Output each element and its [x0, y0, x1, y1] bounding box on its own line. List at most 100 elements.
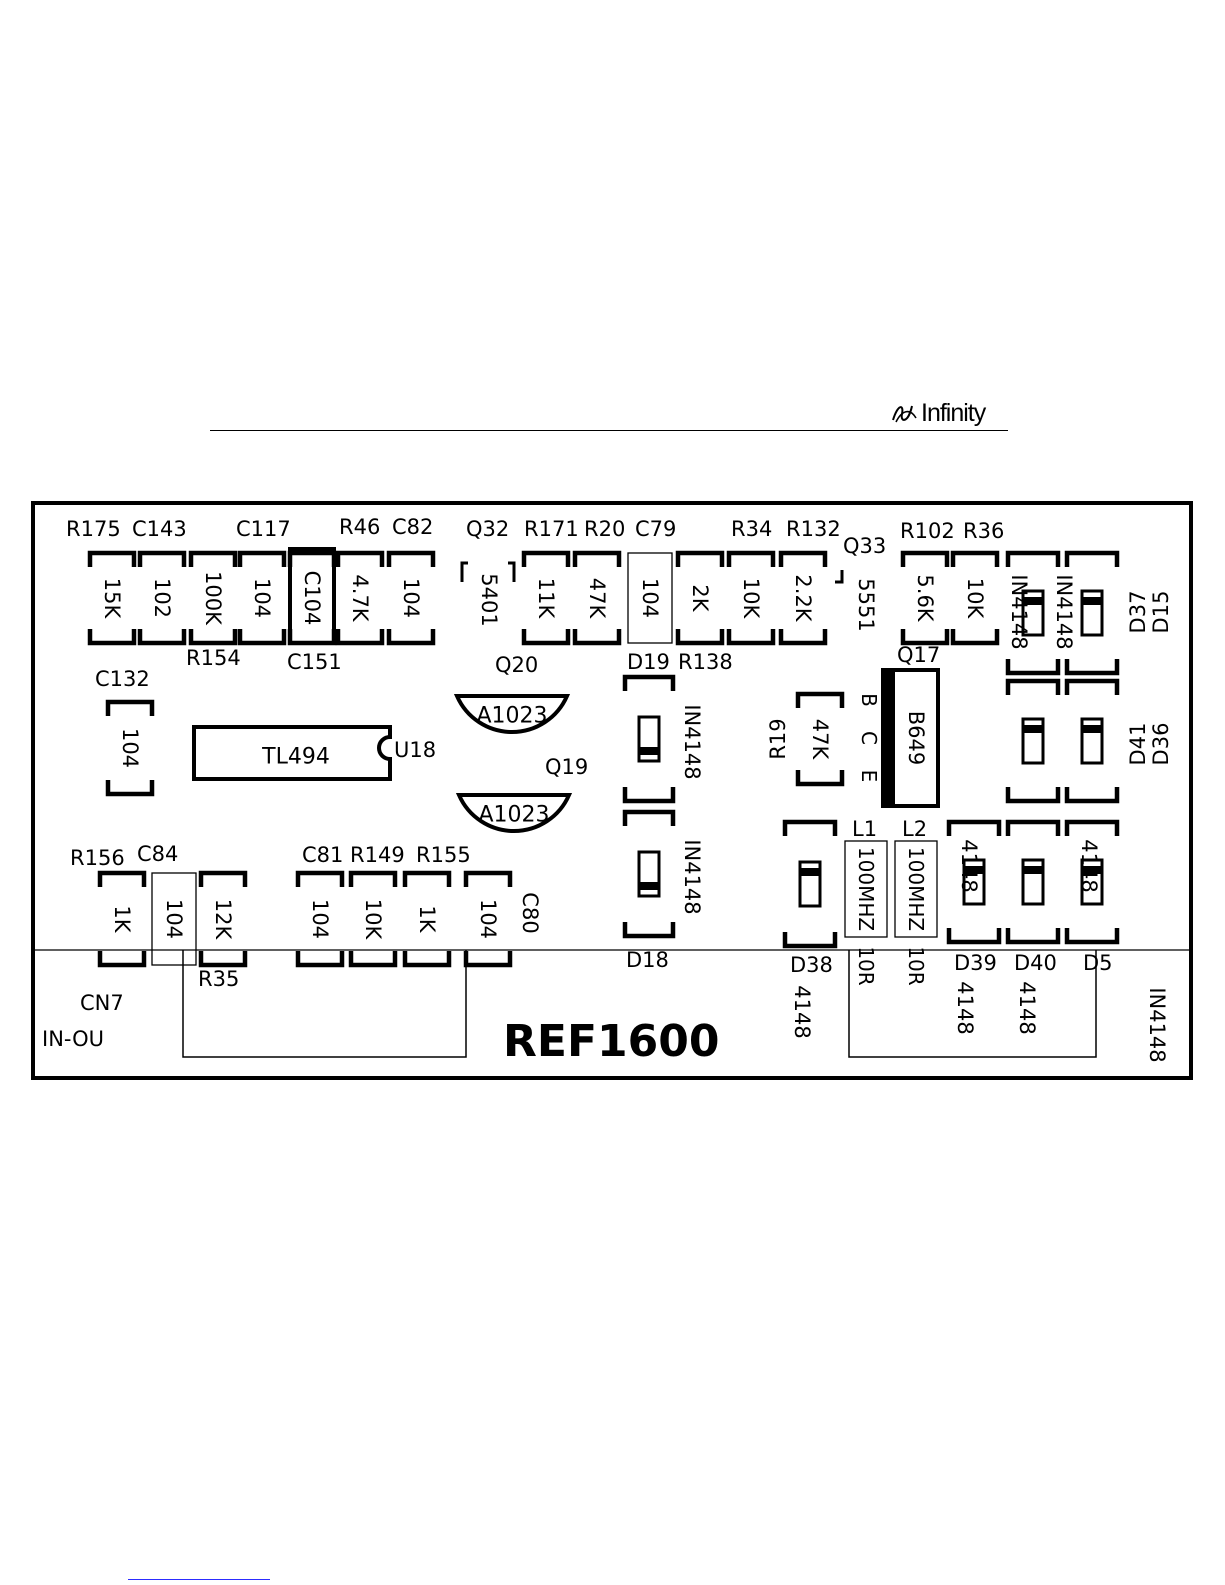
- ref-d41: D41: [1126, 723, 1150, 766]
- right-diode-0: [1005, 550, 1061, 676]
- ref-r154: R154: [186, 646, 241, 670]
- d5-value: IN4148: [1145, 987, 1169, 1062]
- ref-d18: D18: [626, 948, 669, 972]
- bottom-part-0: [97, 870, 147, 968]
- ref-l2: L2: [902, 817, 927, 841]
- r19-value: 47K: [808, 719, 832, 761]
- connector-label: IN-OU: [42, 1027, 104, 1051]
- right-diode-6: [1064, 819, 1120, 945]
- u18-body: [192, 725, 392, 781]
- ref-r34: R34: [731, 517, 772, 541]
- ref-d39: D39: [954, 951, 997, 975]
- board-model: REF1600: [503, 1016, 719, 1067]
- bottom-part-4: [348, 870, 398, 968]
- ref-u18: U18: [394, 738, 436, 762]
- bottom-part-value-3: 104: [308, 899, 332, 939]
- ref-l1: L1: [852, 817, 877, 841]
- ref-c143: C143: [132, 517, 187, 541]
- q17-pin-E: E: [857, 770, 881, 783]
- bottom-part-5: [402, 870, 452, 968]
- ref-c132: C132: [95, 667, 150, 691]
- ref-r156: R156: [70, 846, 125, 870]
- top-part-8: [572, 550, 622, 646]
- top-part-6: [386, 550, 436, 646]
- ref-r35: R35: [198, 967, 239, 991]
- top-part-value-11: 10K: [739, 578, 763, 620]
- top-part-value-3: 104: [250, 578, 274, 618]
- d-right-value-a: IN4148: [1007, 574, 1031, 649]
- q33-value: 5551: [854, 578, 878, 631]
- top-part-value-10: 2K: [688, 584, 712, 612]
- bottom-part-1: [151, 872, 197, 966]
- ref-r171: R171: [524, 517, 579, 541]
- top-part-value-0: 15K: [100, 578, 124, 620]
- d5-top-value: 4148: [1077, 839, 1101, 892]
- q19-body-value: A1023: [478, 803, 549, 828]
- q32-bracket-right: [508, 561, 516, 582]
- top-part-14: [950, 550, 1000, 646]
- l-outline: [848, 950, 1097, 1058]
- top-part-9: [627, 552, 673, 644]
- ref-q32: Q32: [466, 517, 509, 541]
- bottom-part-value-0: 1K: [110, 905, 134, 933]
- c104-body: [288, 547, 336, 645]
- bottom-part-6: [463, 870, 513, 968]
- ref-c79: C79: [635, 517, 676, 541]
- q17-pin-B: B: [857, 693, 881, 707]
- top-part-2: [188, 550, 238, 646]
- top-part-12: [778, 550, 828, 646]
- d18-value: IN4148: [680, 839, 704, 914]
- top-part-value-13: 5.6K: [913, 574, 937, 622]
- right-diode-5: [1005, 819, 1061, 945]
- ref-q20: Q20: [495, 653, 538, 677]
- brand-name: Infinity: [921, 398, 986, 427]
- ref-c84: C84: [137, 842, 178, 866]
- board-outline: [31, 501, 1193, 1080]
- bottom-part-3: [295, 870, 345, 968]
- brand-logo: Infinity: [890, 398, 986, 428]
- l1-part: [844, 840, 888, 938]
- d40-value: 4148: [1015, 981, 1039, 1034]
- ref-q33: Q33: [843, 534, 886, 558]
- ref-r149: R149: [350, 843, 405, 867]
- l2-part: [894, 840, 938, 938]
- r19-part: [795, 691, 845, 787]
- top-part-value-7: 11K: [534, 578, 558, 620]
- right-diode-2: [1005, 678, 1061, 804]
- q33-bracket: [835, 570, 844, 584]
- top-part-value-12: 2.2K: [791, 574, 815, 622]
- bottom-part-value-5: 1K: [415, 905, 439, 933]
- bottom-part-value-1: 104: [162, 899, 186, 939]
- d39-value: 4148: [953, 981, 977, 1034]
- ref-c82: C82: [392, 515, 433, 539]
- ref-d5: D5: [1083, 951, 1113, 975]
- q20-body-value: A1023: [476, 704, 547, 729]
- top-part-5: [335, 550, 385, 646]
- ref-cn7: CN7: [80, 991, 124, 1015]
- l1-value-b: 10R: [854, 946, 878, 985]
- top-part-7: [521, 550, 571, 646]
- ref-d15: D15: [1149, 591, 1173, 634]
- ref-d40: D40: [1014, 951, 1057, 975]
- bottom-part-value-6: 104: [476, 899, 500, 939]
- right-diode-1: [1064, 550, 1120, 676]
- ref-r20: R20: [584, 517, 625, 541]
- q19-body: [455, 793, 573, 834]
- l2-value-b: 10R: [904, 946, 928, 985]
- top-part-3: [237, 550, 287, 646]
- c132-part: [105, 699, 155, 797]
- top-part-value-4: C104: [300, 571, 324, 626]
- ref-c117: C117: [236, 517, 291, 541]
- top-part-value-6: 104: [399, 578, 423, 618]
- right-diode-3: [1064, 678, 1120, 804]
- l1-value: 100MHZ: [854, 847, 878, 931]
- top-part-value-5: 4.7K: [348, 574, 372, 622]
- top-part-value-9: 104: [638, 578, 662, 618]
- ref-r175: R175: [66, 517, 121, 541]
- top-part-13: [900, 550, 950, 646]
- ref-q17: Q17: [897, 643, 940, 667]
- top-part-value-14: 10K: [963, 578, 987, 620]
- ref-q19: Q19: [545, 755, 588, 779]
- bottom-part-value-4: 10K: [361, 899, 385, 941]
